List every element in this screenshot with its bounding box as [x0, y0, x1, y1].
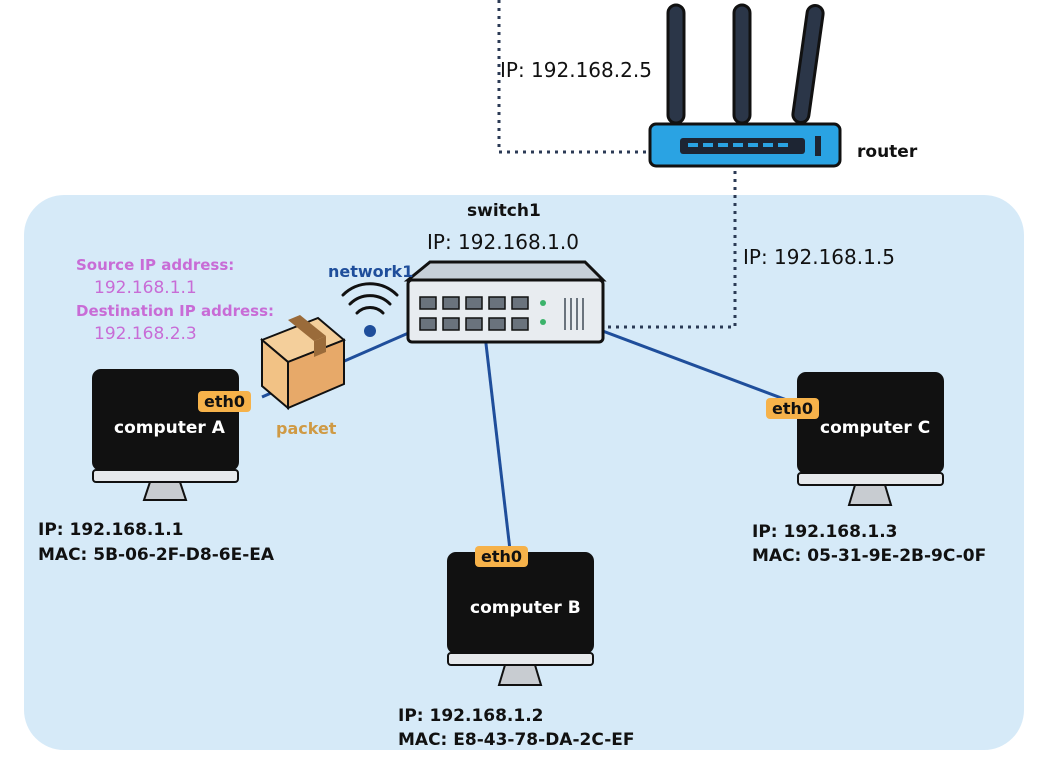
destination-ip-value: 192.168.2.3 [94, 324, 197, 344]
computer-a-name: computer A [114, 418, 225, 438]
computer-b-icon [447, 552, 594, 686]
router-lan-ip: IP: 192.168.1.5 [743, 245, 895, 269]
router-icon [648, 3, 842, 168]
computer-c-icon [797, 372, 944, 506]
computer-b-mac: MAC: E8-43-78-DA-2C-EF [398, 730, 635, 750]
packet-icon [260, 315, 346, 411]
source-ip-value: 192.168.1.1 [94, 278, 197, 298]
source-ip-label: Source IP address: [76, 256, 235, 274]
router-wan-ip: IP: 192.168.2.5 [500, 58, 652, 82]
router-label: router [857, 142, 918, 162]
cable-computer-b [481, 317, 512, 551]
computer-b-ip: IP: 192.168.1.2 [398, 706, 544, 726]
wifi-icon [341, 282, 399, 337]
packet-label: packet [276, 419, 337, 438]
computer-a-mac: MAC: 5B-06-2F-D8-6E-EA [38, 545, 275, 565]
computer-c-ip: IP: 192.168.1.3 [752, 522, 898, 542]
switch-name: switch1 [467, 201, 541, 221]
wan-dotted-link [497, 0, 650, 154]
computer-b-name: computer B [470, 598, 581, 618]
computer-c-name: computer C [820, 418, 931, 438]
computer-a-ip: IP: 192.168.1.1 [38, 520, 184, 540]
switch-ip: IP: 192.168.1.0 [427, 230, 579, 254]
destination-ip-label: Destination IP address: [76, 302, 275, 320]
computer-c-eth0-badge: eth0 [766, 398, 820, 419]
computer-a-eth0-badge: eth0 [198, 391, 252, 412]
computer-b-eth0-badge: eth0 [475, 546, 529, 567]
network-label: network1 [328, 262, 414, 281]
switch-icon [403, 260, 607, 344]
computer-c-mac: MAC: 05-31-9E-2B-9C-0F [752, 546, 987, 566]
lan-background [24, 195, 1024, 750]
